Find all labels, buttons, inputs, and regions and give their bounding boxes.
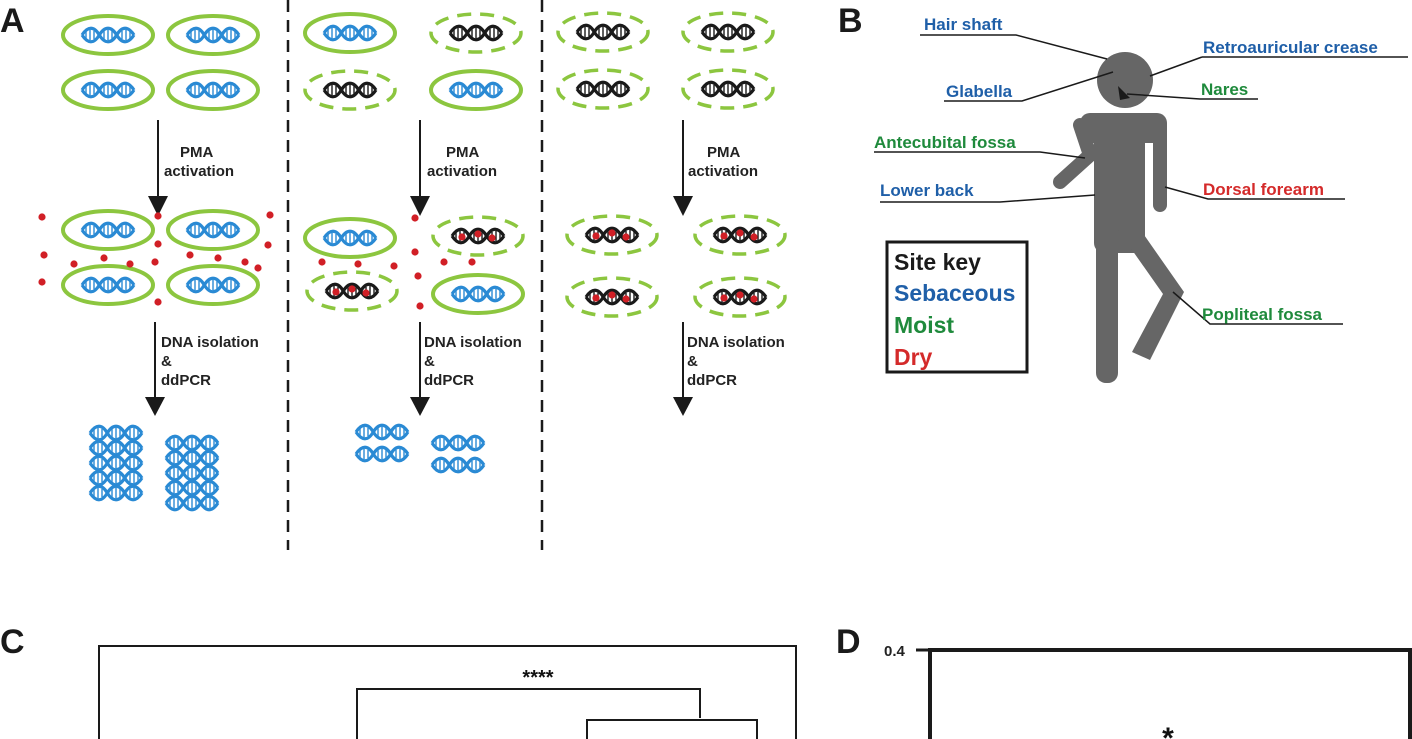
live-cell	[63, 211, 153, 249]
panel-b: Hair shaft Retroauricular crease Glabell…	[874, 15, 1408, 383]
dna-stack	[166, 436, 218, 510]
leader-lines	[874, 34, 1408, 325]
live-cell	[305, 219, 395, 257]
panel-c: ****	[98, 645, 797, 739]
activation-label: activation	[164, 163, 234, 180]
ddpcr-label: ddPCR	[161, 372, 211, 389]
site-key-dry: Dry	[894, 344, 933, 370]
column-live: PMA activation DNA isolation & ddPCR	[38, 16, 274, 510]
site-popliteal: Popliteal fossa	[1202, 305, 1323, 324]
panel-d: 0.4 *	[884, 643, 1412, 739]
dead-cell-pma	[567, 216, 657, 254]
significance-label: ****	[522, 667, 553, 689]
site-nares: Nares	[1201, 80, 1248, 99]
isolation-label: DNA isolation	[424, 334, 522, 351]
ampersand-label: &	[161, 353, 172, 370]
panel-a: PMA activation DNA isolation & ddPCR	[38, 0, 785, 550]
dna-helix	[430, 434, 486, 452]
panel-c-letter: C	[0, 623, 25, 661]
site-antecubital: Antecubital fossa	[874, 133, 1016, 152]
site-retroauricular: Retroauricular crease	[1203, 38, 1378, 57]
dead-cell-pma	[433, 217, 523, 255]
dead-cell-pma	[695, 278, 785, 316]
arrow-head	[410, 196, 430, 216]
plot-frame	[98, 645, 797, 739]
y-tick-label: 0.4	[884, 643, 906, 660]
site-key-sebaceous: Sebaceous	[894, 280, 1015, 306]
column-mixed: PMA activation DNA isolation & ddPCR	[305, 14, 523, 474]
live-cell	[63, 16, 153, 54]
ddpcr-label: ddPCR	[424, 372, 474, 389]
panel-b-letter: B	[838, 2, 863, 40]
site-key-moist: Moist	[894, 312, 954, 338]
ampersand-label: &	[687, 353, 698, 370]
site-lower-back: Lower back	[880, 181, 974, 200]
live-cell	[168, 211, 258, 249]
isolation-label: DNA isolation	[161, 334, 259, 351]
human-figure	[1080, 52, 1184, 383]
isolation-label: DNA isolation	[687, 334, 785, 351]
arrow-head	[145, 397, 165, 416]
live-cell	[168, 71, 258, 109]
dead-cell	[558, 70, 648, 108]
ddpcr-label: ddPCR	[687, 372, 737, 389]
live-cell	[168, 266, 258, 304]
pma-label: PMA	[180, 144, 214, 161]
live-cell	[168, 16, 258, 54]
activation-label: activation	[427, 163, 497, 180]
significance-bracket	[356, 688, 701, 739]
panel-d-letter: D	[836, 623, 861, 661]
live-cell	[63, 266, 153, 304]
dna-stack	[90, 426, 142, 500]
pma-dots	[38, 211, 274, 306]
live-cell	[63, 71, 153, 109]
live-cell	[305, 14, 395, 52]
column-dead: PMA activation DNA isolation & ddPCR	[558, 13, 785, 416]
site-key-box	[885, 240, 1029, 374]
plot-frame	[928, 648, 1412, 739]
significance-label: *	[1162, 722, 1174, 739]
pma-dots	[318, 214, 476, 310]
pma-label: PMA	[707, 144, 741, 161]
arrow-head	[673, 196, 693, 216]
site-glabella: Glabella	[946, 82, 1013, 101]
panel-a-letter: A	[0, 2, 25, 40]
site-hair-shaft: Hair shaft	[924, 15, 1003, 34]
dna-helix	[354, 423, 410, 441]
nose	[1118, 86, 1130, 100]
arrow-head	[410, 397, 430, 416]
site-dorsal-forearm: Dorsal forearm	[1203, 180, 1324, 199]
pma-label: PMA	[446, 144, 480, 161]
dead-cell-pma	[567, 278, 657, 316]
dead-cell	[431, 14, 521, 52]
activation-label: activation	[688, 163, 758, 180]
dead-cell	[305, 71, 395, 109]
dead-cell-pma	[307, 272, 397, 310]
dead-cell	[683, 13, 773, 51]
dna-helix	[430, 456, 486, 474]
dead-cell	[558, 13, 648, 51]
live-cell	[431, 71, 521, 109]
dna-helix	[354, 445, 410, 463]
arrow-head	[673, 397, 693, 416]
ampersand-label: &	[424, 353, 435, 370]
significance-bracket	[586, 719, 758, 739]
arrow-head	[148, 196, 168, 216]
live-cell	[433, 275, 523, 313]
dead-cell-pma	[695, 216, 785, 254]
dead-cell	[683, 70, 773, 108]
site-key-title: Site key	[894, 249, 981, 275]
left-arm	[1053, 118, 1097, 189]
